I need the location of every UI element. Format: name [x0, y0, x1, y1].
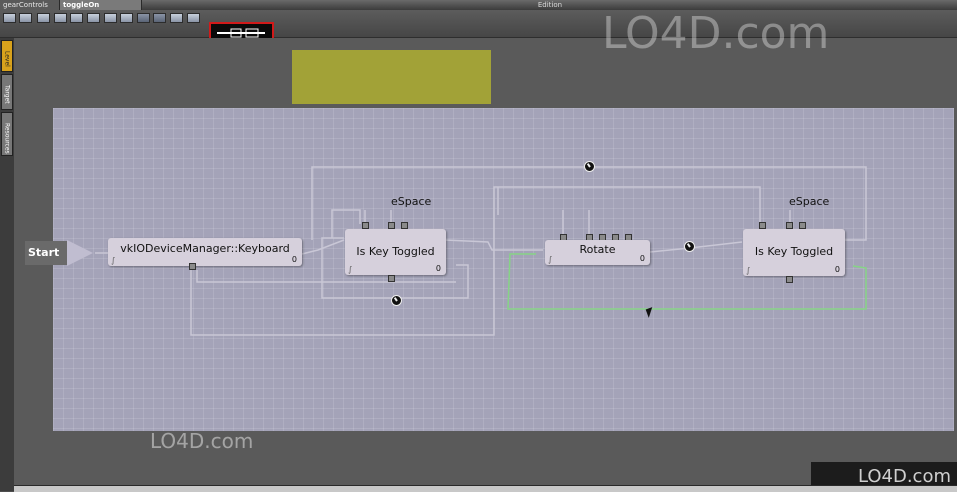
output-pin[interactable] [786, 276, 793, 283]
side-tab-level[interactable]: Level [1, 40, 13, 72]
window-title: Edition [537, 1, 563, 9]
layout-icon[interactable] [104, 13, 117, 23]
watermark-logo: LO4D.com [602, 8, 830, 59]
minimap-icon [217, 28, 265, 38]
layout-icon[interactable] [70, 13, 83, 23]
toolbar [0, 10, 957, 44]
node-is-key-toggled-1-title: Is Key Toggled [356, 245, 435, 258]
side-panel: Level Target Resources [0, 38, 14, 491]
flow-icon: ∫ [746, 266, 751, 275]
output-pin[interactable] [189, 263, 196, 270]
side-tab-target-label: Target [3, 85, 11, 104]
input-pin[interactable] [388, 222, 395, 229]
side-tab-resources[interactable]: Resources [1, 112, 13, 156]
side-tab-target[interactable]: Target [1, 74, 13, 110]
delay-clock-icon[interactable] [684, 241, 695, 252]
node-rotate-title: Rotate [579, 243, 616, 256]
layout-icon[interactable] [170, 13, 183, 23]
node-is-key-toggled-1[interactable]: Is Key Toggled ∫ 0 [345, 229, 446, 275]
status-strip [14, 485, 957, 492]
output-pin[interactable] [388, 275, 395, 282]
layout-icon[interactable] [137, 13, 150, 23]
node-keyboard[interactable]: vkIODeviceManager::Keyboard ∫ 0 [108, 238, 302, 266]
node-rotate[interactable]: Rotate ∫ 0 [545, 240, 650, 265]
node-rotate-counter: 0 [639, 254, 645, 263]
flow-icon: ∫ [548, 255, 553, 264]
param-label-espace: eSpace [789, 195, 830, 208]
node-keyboard-counter: 0 [291, 255, 297, 264]
node-is-key-toggled-2-counter: 0 [834, 265, 840, 274]
group-block[interactable] [292, 50, 491, 104]
input-pin[interactable] [799, 222, 806, 229]
zoom-fit-icon[interactable] [37, 13, 50, 23]
layout-icon[interactable] [87, 13, 100, 23]
delay-clock-icon[interactable] [584, 161, 595, 172]
node-is-key-toggled-1-counter: 0 [435, 264, 441, 273]
side-tab-resources-label: Resources [3, 123, 11, 154]
layout-icon[interactable] [120, 13, 133, 23]
delay-clock-icon[interactable] [391, 295, 402, 306]
layout-icon[interactable] [153, 13, 166, 23]
start-marker[interactable]: Start [25, 241, 69, 265]
tab-gear-controls[interactable]: gearControls [0, 0, 60, 10]
side-tab-level-label: Level [3, 51, 11, 67]
input-pin[interactable] [759, 222, 766, 229]
zoom-in-icon[interactable] [3, 13, 16, 23]
start-arrow-icon [67, 240, 93, 266]
param-label-espace: eSpace [391, 195, 432, 208]
node-keyboard-title: vkIODeviceManager::Keyboard [120, 242, 290, 255]
flow-icon: ∫ [111, 256, 116, 265]
input-pin[interactable] [401, 222, 408, 229]
node-is-key-toggled-2[interactable]: Is Key Toggled ∫ 0 [743, 229, 845, 276]
zoom-out-icon[interactable] [19, 13, 32, 23]
layout-icon[interactable] [54, 13, 67, 23]
watermark-logo: LO4D.com [150, 429, 254, 453]
flow-icon: ∫ [348, 265, 353, 274]
node-is-key-toggled-2-title: Is Key Toggled [754, 245, 834, 258]
layout-icon[interactable] [187, 13, 200, 23]
input-pin[interactable] [362, 222, 369, 229]
input-pin[interactable] [786, 222, 793, 229]
